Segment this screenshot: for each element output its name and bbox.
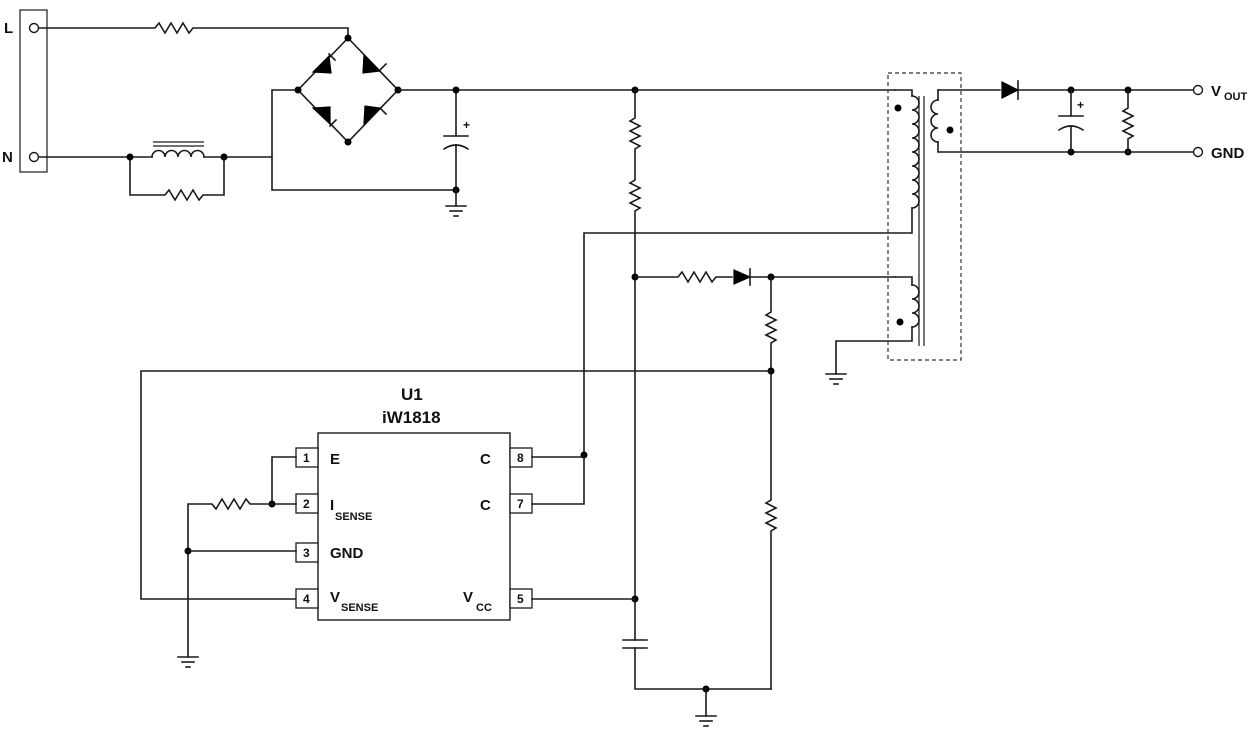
line-terminal-label: L (4, 20, 13, 37)
pin-5-label: V (463, 589, 473, 606)
bulk-cap-polarity: + (463, 118, 470, 132)
pin-4-subscript: SENSE (341, 602, 378, 614)
pin-7-number: 7 (517, 497, 524, 511)
pin-1-number: 1 (303, 451, 310, 465)
drive-and-vcc (531, 451, 772, 727)
pin-2-label: I (330, 497, 334, 514)
pin-5-subscript: CC (476, 602, 492, 614)
controller-ic: U1 iW1818 1 E 2 I SENSE 3 GND 4 V SENSE … (295, 385, 533, 621)
pin-4-number: 4 (303, 592, 310, 606)
gnd-output-label: GND (1211, 145, 1245, 162)
pin-8-number: 8 (517, 451, 524, 465)
vout-label: V (1211, 83, 1221, 100)
input-resistor (38, 21, 349, 39)
input-choke (38, 89, 299, 202)
pin-5-number: 5 (517, 592, 524, 606)
neutral-terminal-label: N (2, 149, 13, 166)
vout-subscript: OUT (1224, 91, 1248, 103)
ic-part-number: iW1818 (382, 408, 441, 427)
pin-1-label: E (330, 451, 340, 468)
pin-8-label: C (480, 451, 491, 468)
sense-network (177, 456, 297, 668)
pin-2-number: 2 (303, 497, 310, 511)
out-cap-polarity: + (1077, 98, 1084, 112)
pin-2-subscript: SENSE (335, 511, 372, 523)
pin-3-label: GND (330, 545, 364, 562)
pin-7-label: C (480, 497, 491, 514)
output-stage: + V OUT GND (937, 80, 1248, 162)
bulk-capacitor: + (442, 86, 470, 217)
bridge-rectifier (271, 34, 457, 191)
vsense-feedback-wire (140, 370, 772, 600)
pin-3-number: 3 (303, 546, 310, 560)
aux-supply-path (634, 268, 896, 690)
flyback-transformer (583, 72, 1199, 453)
pin-4-label: V (330, 589, 340, 606)
startup-resistors (628, 86, 642, 603)
ic-reference: U1 (401, 385, 423, 404)
input-terminal-block: L N (2, 9, 48, 173)
